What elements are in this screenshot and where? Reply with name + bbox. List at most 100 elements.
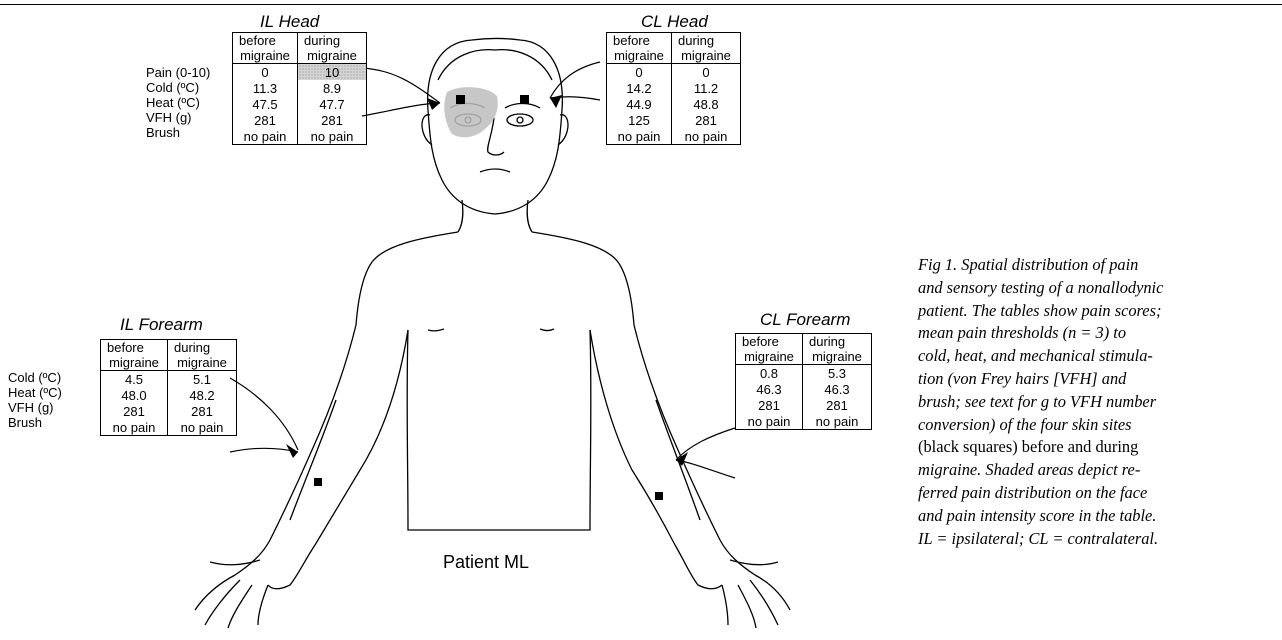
col-header: during	[298, 33, 367, 49]
col-header: during	[168, 340, 237, 356]
table-cell: no pain	[607, 128, 672, 145]
col-header: migraine	[672, 48, 741, 64]
cl-forearm-title: CL Forearm	[760, 310, 850, 330]
arrow-il-forearm-1	[230, 378, 298, 450]
table-row: 14.2 11.2	[607, 80, 741, 96]
table-cell: 46.3	[736, 381, 803, 397]
table-row: no pain no pain	[607, 128, 741, 145]
table-cell: 11.3	[233, 80, 298, 96]
table-cell: 281	[233, 112, 298, 128]
torso-sides	[407, 330, 591, 530]
table-row: 46.3 46.3	[736, 381, 872, 397]
row-label: Brush	[8, 415, 62, 430]
table-cell: 125	[607, 112, 672, 128]
il-head-title: IL Head	[260, 12, 319, 32]
table-cell: 4.5	[101, 371, 168, 388]
table-row: 281 281	[101, 403, 237, 419]
col-header: before	[233, 33, 298, 49]
table-row: 125 281	[607, 112, 741, 128]
table-cell: 48.8	[672, 96, 741, 112]
table-cell: 281	[736, 397, 803, 413]
shaded-pain-cell: 10	[298, 64, 367, 81]
cl-head-site-marker	[520, 95, 529, 104]
table-cell: no pain	[233, 128, 298, 145]
il-forearm-site-marker	[314, 478, 322, 486]
il-forearm-title: IL Forearm	[120, 315, 203, 335]
caption-line: IL = ipsilateral; CL = contralateral.	[918, 528, 1280, 551]
col-header: before	[736, 334, 803, 350]
row-label: VFH (g)	[146, 110, 210, 125]
caption-line: brush; see text for g to VFH number	[918, 391, 1280, 414]
cl-head-table: before during migraine migraine 0 0 14.2…	[606, 32, 741, 145]
caption-line: conversion) of the four skin sites	[918, 414, 1280, 437]
table-row: 47.5 47.7	[233, 96, 367, 112]
table-cell: no pain	[298, 128, 367, 145]
table-cell: 46.3	[803, 381, 872, 397]
table-cell: 0	[607, 64, 672, 81]
col-header: during	[672, 33, 741, 49]
caption-line: (black squares) before and during	[918, 436, 1280, 459]
row-label: Heat (ºC)	[8, 385, 62, 400]
right-eyebrow	[505, 104, 540, 109]
table-cell: 44.9	[607, 96, 672, 112]
table-cell: 47.5	[233, 96, 298, 112]
il-forearm-row-labels: Cold (ºC) Heat (ºC) VFH (g) Brush	[8, 370, 62, 430]
table-cell: no pain	[672, 128, 741, 145]
neck	[458, 200, 532, 232]
table-cell: 5.3	[803, 365, 872, 382]
table-cell: 48.2	[168, 387, 237, 403]
table-cell: no pain	[736, 413, 803, 430]
table-row: no pain no pain	[233, 128, 367, 145]
hair-line	[438, 50, 552, 80]
arrow-cl-forearm-2	[676, 460, 735, 478]
cl-forearm-site-marker	[655, 492, 663, 500]
col-header: migraine	[607, 48, 672, 64]
row-label: Cold (ºC)	[8, 370, 62, 385]
table-row: 0 10	[233, 64, 367, 81]
patient-label: Patient ML	[443, 552, 529, 573]
table-row: 4.5 5.1	[101, 371, 237, 388]
figure-caption: Fig 1. Spatial distribution of pain and …	[918, 254, 1280, 550]
caption-line: mean pain thresholds (n = 3) to	[918, 322, 1280, 345]
table-row: 48.0 48.2	[101, 387, 237, 403]
col-header: migraine	[803, 349, 872, 365]
table-cell: 281	[298, 112, 367, 128]
mouth	[480, 169, 510, 172]
table-cell: 8.9	[298, 80, 367, 96]
row-label: Brush	[146, 125, 210, 140]
row-label: Heat (ºC)	[146, 95, 210, 110]
table-cell: no pain	[803, 413, 872, 430]
table-row: 0 0	[607, 64, 741, 81]
table-cell: 281	[101, 403, 168, 419]
arrow-cl-head-1	[550, 62, 600, 98]
il-forearm-table: before during migraine migraine 4.5 5.1 …	[100, 339, 237, 436]
caption-line: patient. The tables show pain scores;	[918, 300, 1280, 323]
table-cell: no pain	[101, 419, 168, 436]
right-eye	[507, 114, 533, 126]
table-row: 44.9 48.8	[607, 96, 741, 112]
table-cell: 5.1	[168, 371, 237, 388]
table-row: 11.3 8.9	[233, 80, 367, 96]
col-header: before	[101, 340, 168, 356]
table-cell: 281	[168, 403, 237, 419]
table-cell: no pain	[168, 419, 237, 436]
referred-pain-shading	[444, 87, 498, 137]
caption-line: Fig 1. Spatial distribution of pain	[918, 254, 1280, 277]
caption-line: migraine. Shaded areas depict re-	[918, 459, 1280, 482]
table-row: 0.8 5.3	[736, 365, 872, 382]
caption-line: ferred pain distribution on the face	[918, 482, 1280, 505]
right-arm-outline	[590, 325, 755, 575]
table-row: 281 281	[736, 397, 872, 413]
cl-forearm-table: before during migraine migraine 0.8 5.3 …	[735, 333, 872, 430]
col-header: migraine	[168, 355, 237, 371]
col-header: during	[803, 334, 872, 350]
table-cell: 11.2	[672, 80, 741, 96]
row-label: Pain (0-10)	[146, 65, 210, 80]
arrow-il-forearm-2	[230, 448, 298, 452]
table-cell: 0	[672, 64, 741, 81]
col-header: migraine	[233, 48, 298, 64]
table-cell: 0	[233, 64, 298, 81]
table-cell: 281	[803, 397, 872, 413]
torso-outline	[356, 232, 634, 325]
table-row: 281 281	[233, 112, 367, 128]
